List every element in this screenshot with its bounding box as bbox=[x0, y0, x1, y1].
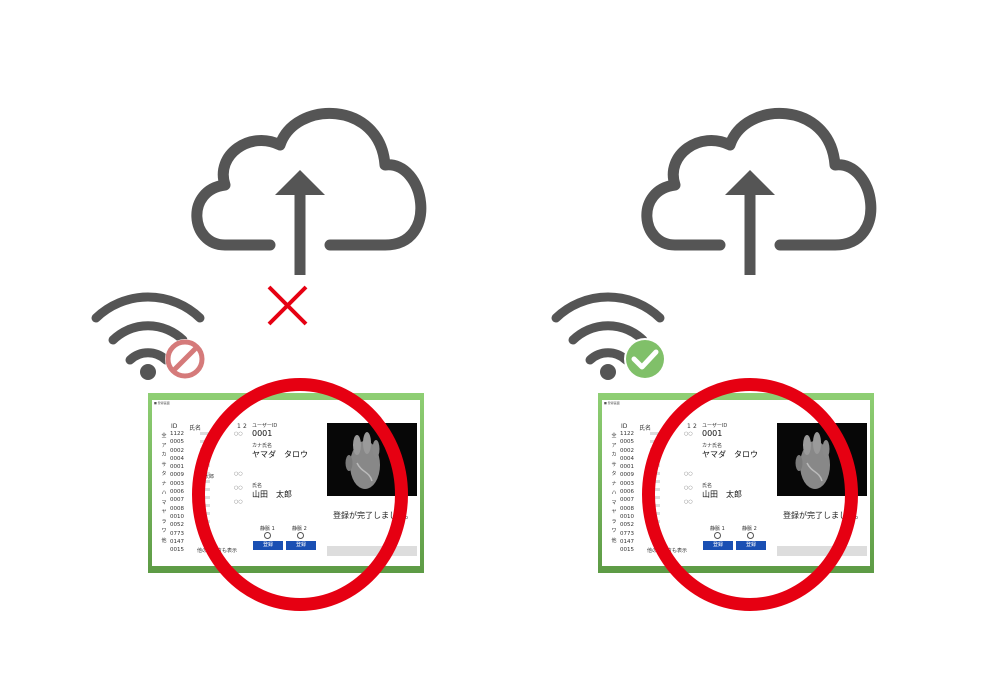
kana-tab[interactable]: ラ bbox=[611, 518, 617, 525]
list-item[interactable]: 0004 bbox=[170, 455, 184, 462]
kana-tab[interactable]: ワ bbox=[161, 528, 167, 534]
list-item[interactable]: 0006 bbox=[620, 489, 634, 496]
list-item[interactable]: 0009 bbox=[620, 472, 634, 479]
online-scene: ■ 登録画面 ID 氏名 1 2 全 ア カ サ タ ナ ハ マ ヤ ラ ワ 他… bbox=[450, 0, 950, 689]
list-item[interactable]: 0009 bbox=[170, 472, 184, 479]
list-item[interactable]: 0004 bbox=[620, 455, 634, 462]
kana-tab[interactable]: カ bbox=[161, 452, 167, 458]
kana-tab[interactable]: マ bbox=[161, 499, 167, 506]
list-item[interactable]: 0002 bbox=[170, 447, 184, 454]
list-item[interactable]: 0008 bbox=[170, 505, 184, 512]
kana-tab[interactable]: ワ bbox=[611, 528, 617, 534]
list-item[interactable]: 0006 bbox=[170, 489, 184, 496]
kana-tab[interactable]: サ bbox=[161, 461, 167, 468]
list-item[interactable]: 0003 bbox=[620, 480, 634, 487]
list-item[interactable]: 0147 bbox=[620, 538, 634, 545]
list-item[interactable]: 0005 bbox=[170, 439, 184, 446]
offline-scene: ■ 登録画面 ID 氏名 1 2 全 ア カ サ タ ナ ハ マ ヤ ラ ワ 他… bbox=[91, 107, 427, 611]
kana-tab[interactable]: 他 bbox=[611, 537, 617, 544]
list-item[interactable]: 0003 bbox=[170, 480, 184, 487]
list-item[interactable]: 0015 bbox=[620, 547, 634, 554]
list-item[interactable]: 0010 bbox=[170, 513, 184, 520]
kana-tab[interactable]: ヤ bbox=[161, 509, 167, 515]
list-item[interactable]: 0001 bbox=[170, 464, 184, 471]
cloud-upload-icon bbox=[641, 107, 877, 275]
highlight-circle bbox=[642, 378, 858, 611]
id-header: ID bbox=[621, 423, 628, 430]
list-item[interactable]: 0005 bbox=[620, 439, 634, 446]
kana-tab[interactable]: ハ bbox=[611, 490, 617, 496]
kana-tab[interactable]: 他 bbox=[161, 537, 167, 544]
kana-tab[interactable]: タ bbox=[611, 471, 617, 477]
kana-tabs[interactable]: 全 ア カ サ タ ナ ハ マ ヤ ラ ワ 他 bbox=[160, 432, 168, 546]
kana-tab[interactable]: ア bbox=[161, 442, 167, 449]
kana-tab[interactable]: ハ bbox=[161, 490, 167, 496]
list-item[interactable]: 0052 bbox=[170, 522, 184, 529]
kana-tab[interactable]: 全 bbox=[161, 433, 167, 439]
prohibited-icon bbox=[165, 339, 205, 379]
kana-tab[interactable]: マ bbox=[611, 499, 617, 506]
wifi-icon bbox=[91, 292, 205, 380]
check-icon bbox=[624, 338, 666, 380]
list-item[interactable]: 1122 bbox=[620, 431, 634, 437]
kana-tab[interactable]: ナ bbox=[161, 480, 167, 487]
kana-tab[interactable]: 全 bbox=[611, 433, 617, 439]
kana-tab[interactable]: ラ bbox=[161, 518, 167, 525]
cloud-upload-icon bbox=[191, 107, 427, 275]
window-title: ■ 登録画面 bbox=[604, 401, 620, 405]
list-item[interactable]: 1122 bbox=[170, 431, 184, 437]
name-header: 氏名 bbox=[189, 425, 202, 432]
list-item[interactable]: 0015 bbox=[170, 547, 184, 554]
name-header: 氏名 bbox=[639, 425, 652, 432]
list-item[interactable]: 0002 bbox=[620, 447, 634, 454]
list-item[interactable]: 0008 bbox=[620, 505, 634, 512]
id-list[interactable]: 1122 0005 0002 0004 0001 0009 0003 0006 … bbox=[620, 430, 634, 554]
cross-icon bbox=[267, 285, 308, 326]
list-item[interactable]: 0773 bbox=[170, 530, 184, 537]
kana-tab[interactable]: サ bbox=[611, 461, 617, 468]
id-list[interactable]: 1122 0005 0002 0004 0001 0009 0003 0006 … bbox=[170, 430, 184, 554]
wifi-icon bbox=[551, 292, 665, 380]
list-item[interactable]: 0007 bbox=[170, 497, 184, 504]
kana-tab[interactable]: ア bbox=[611, 442, 617, 449]
kana-tab[interactable]: カ bbox=[611, 452, 617, 458]
list-item[interactable]: 0147 bbox=[170, 538, 184, 545]
kana-tab[interactable]: タ bbox=[161, 471, 167, 477]
window-title: ■ 登録画面 bbox=[154, 401, 170, 405]
id-header: ID bbox=[171, 423, 178, 430]
highlight-circle bbox=[192, 378, 408, 611]
kana-tabs[interactable]: 全 ア カ サ タ ナ ハ マ ヤ ラ ワ 他 bbox=[610, 432, 618, 546]
kana-tab[interactable]: ナ bbox=[611, 480, 617, 487]
list-item[interactable]: 0001 bbox=[620, 464, 634, 471]
list-item[interactable]: 0052 bbox=[620, 522, 634, 529]
kana-tab[interactable]: ヤ bbox=[611, 509, 617, 515]
list-item[interactable]: 0773 bbox=[620, 530, 634, 537]
list-item[interactable]: 0010 bbox=[620, 513, 634, 520]
list-item[interactable]: 0007 bbox=[620, 497, 634, 504]
